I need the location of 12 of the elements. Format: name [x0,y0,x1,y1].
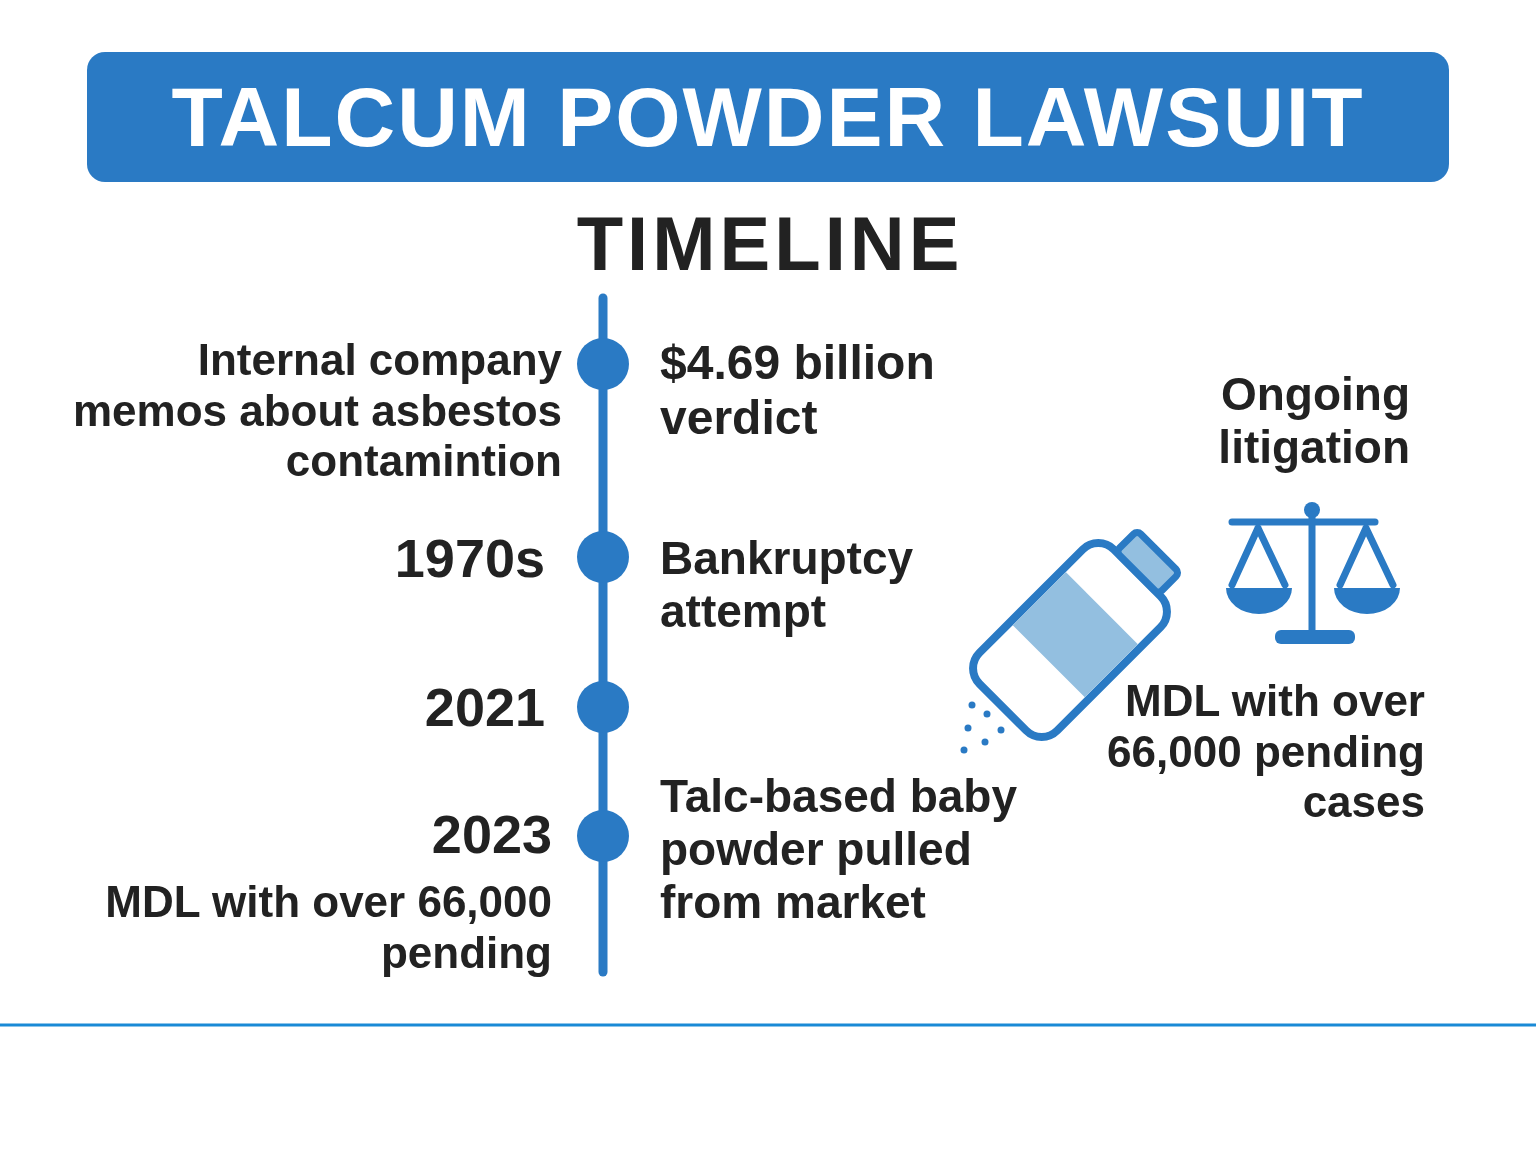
year-label: 1970s [393,527,545,590]
event-text: Talc-based baby powder pulled from market [660,770,1019,929]
subtitle: TIMELINE [575,200,965,288]
title-banner: TALCUM POWDER LAWSUIT [87,52,1449,182]
year-label: 2021 [423,676,545,739]
year-label: 2023 [430,803,552,866]
status-text: MDL with over 66,000 pending cases [1106,676,1425,828]
status-text: Ongoing litigation [1217,368,1410,474]
event-text: $4.69 billion verdict [660,335,936,446]
event-text: Internal company memos about asbestos contamintion [71,335,562,487]
event-text: MDL with over 66,000 pending [104,877,552,979]
event-text: Bankruptcy attempt [660,532,915,638]
